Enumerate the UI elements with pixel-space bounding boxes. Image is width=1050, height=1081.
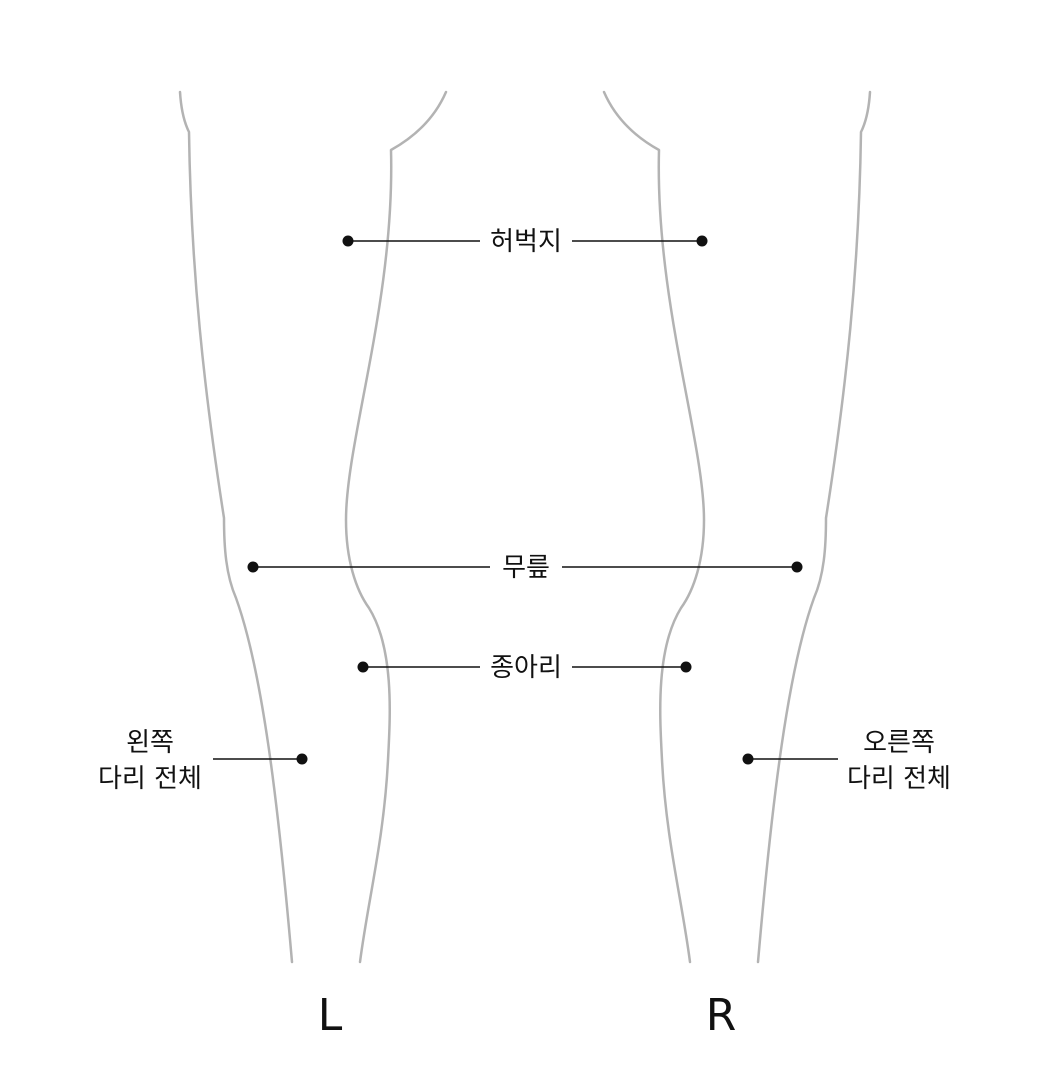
- calf-point-right: [680, 661, 692, 673]
- thigh-point-left: [342, 235, 354, 247]
- knee-marker: 무릎: [247, 553, 803, 583]
- right-whole-leg-point: [742, 753, 754, 765]
- right-leg-outer-contour: [756, 90, 872, 964]
- knee-point-left: [247, 561, 259, 573]
- left-side-letter: L: [318, 990, 343, 1041]
- right-leg-inner-contour: [602, 90, 706, 964]
- right-whole-leg-label-line2: 다리 전체: [847, 764, 951, 794]
- right-whole-leg-marker: 오른쪽 다리 전체: [742, 728, 951, 794]
- left-whole-leg-marker: 왼쪽 다리 전체: [98, 728, 308, 794]
- left-leg-outer-contour: [178, 90, 294, 964]
- left-leg-inner-contour: [344, 90, 448, 964]
- calf-point-left: [357, 661, 369, 673]
- knee-point-right: [791, 561, 803, 573]
- calf-marker: 종아리: [357, 653, 692, 683]
- left-whole-leg-point: [296, 753, 308, 765]
- right-side-letter: R: [706, 990, 737, 1041]
- right-whole-leg-label-line1: 오른쪽: [863, 728, 935, 758]
- thigh-label: 허벅지: [490, 227, 562, 257]
- left-whole-leg-label-line2: 다리 전체: [98, 764, 202, 794]
- thigh-marker: 허벅지: [342, 227, 708, 257]
- knee-label: 무릎: [502, 553, 550, 583]
- calf-label: 종아리: [490, 653, 562, 683]
- legs-outline: [178, 90, 872, 964]
- left-whole-leg-label-line1: 왼쪽: [126, 728, 174, 758]
- thigh-point-right: [696, 235, 708, 247]
